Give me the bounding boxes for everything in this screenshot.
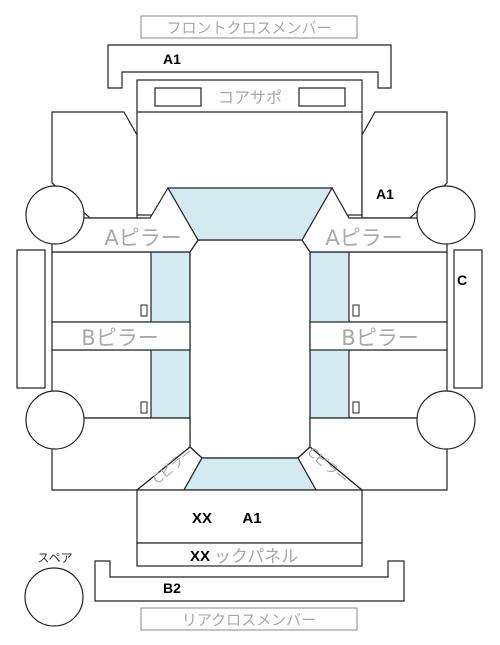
front-bumper-mark: A1 (163, 51, 181, 67)
trunk-right-mark: A1 (242, 510, 261, 527)
door-handle-rl (140, 401, 148, 414)
door-handle-fl (140, 304, 148, 317)
headlight-left (154, 87, 202, 107)
front-right-wheel (416, 185, 476, 245)
roof (189, 239, 311, 459)
a-pillar-left-label: Aピラー (104, 226, 181, 250)
windshield (166, 187, 334, 241)
spare-label: スペア (37, 551, 72, 565)
right-quarter-mark: C (457, 272, 467, 288)
door-handle-rr (352, 401, 360, 414)
rear-bumper-mark: B2 (163, 580, 181, 596)
front-bumper (107, 44, 392, 89)
right-rocker (453, 249, 483, 389)
door-handle-fr (352, 304, 360, 317)
b-pillar-left-label: Bピラー (81, 326, 158, 350)
trunk (136, 489, 363, 544)
right-fender-mark: A1 (376, 186, 394, 202)
rear-bumper (94, 560, 405, 602)
front-left-wheel (25, 185, 85, 245)
rear-cross-member-box (140, 607, 358, 631)
trunk-left-mark: XX (192, 510, 212, 527)
core-support-label: コアサポ (218, 88, 282, 107)
b-pillar-right-band (309, 321, 448, 351)
rear-window (182, 457, 318, 491)
front-cross-member-label: フロントクロスメンバー (166, 19, 331, 37)
b-pillar-left-band (51, 321, 191, 351)
a-pillar-right-label: Aピラー (325, 226, 402, 250)
rear-left-wheel (25, 390, 85, 450)
back-panel (136, 542, 363, 567)
left-rocker (16, 249, 46, 389)
front-cross-member-box (140, 15, 358, 39)
back-panel-label: ックパネル (214, 547, 298, 567)
rear-cross-member-label: リアクロスメンバー (182, 611, 316, 629)
back-panel-mark: XX (190, 548, 210, 565)
spare-tire (24, 567, 84, 627)
b-pillar-right-label: Bピラー (341, 326, 418, 350)
rear-right-wheel (416, 390, 476, 450)
headlight-right (298, 87, 346, 107)
